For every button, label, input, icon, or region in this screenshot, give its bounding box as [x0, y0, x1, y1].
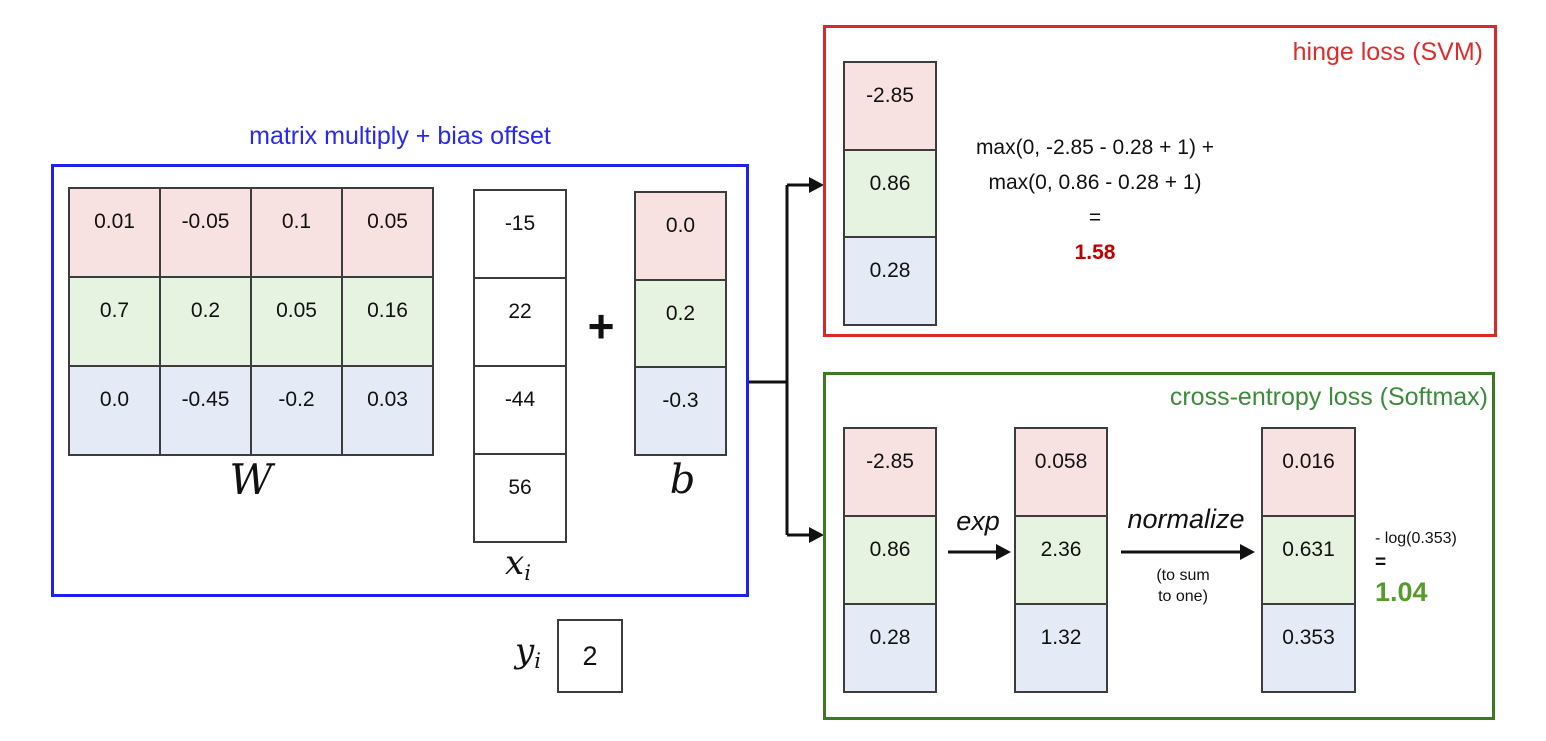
vector-cell: -2.85	[844, 428, 936, 516]
w-label: W	[229, 455, 273, 504]
matrix-multiply-title: matrix multiply + bias offset	[249, 122, 551, 150]
matrix-cell: 0.1	[251, 188, 342, 277]
branch-lines	[748, 183, 810, 537]
true-class-box: 2	[557, 619, 623, 693]
vector-cell: 0.28	[844, 237, 936, 325]
hinge-score-vector: -2.85 0.86 0.28	[843, 61, 937, 326]
exp-vector: 0.058 2.36 1.32	[1014, 427, 1108, 693]
matrix-cell: -0.45	[160, 366, 251, 455]
y-label: yi	[498, 634, 558, 671]
x-label: xi	[488, 546, 548, 583]
vector-cell: 0.058	[1015, 428, 1107, 516]
normalize-label: normalize	[1127, 504, 1245, 534]
vector-cell: 0.2	[635, 279, 726, 368]
matrix-cell: 0.7	[69, 277, 160, 366]
x-label-subscript: i	[524, 559, 531, 585]
vector-cell: -15	[474, 190, 566, 278]
softmax-score-vector: -2.85 0.86 0.28	[843, 427, 937, 693]
hinge-loss-value: 1.58	[1074, 241, 1116, 264]
softmax-equals: =	[1375, 552, 1387, 573]
matrix-cell: 0.01	[69, 188, 160, 277]
exp-label: exp	[956, 506, 1000, 536]
matrix-cell: -0.2	[251, 366, 342, 455]
hinge-formula-line1: max(0, -2.85 - 0.28 + 1) +	[975, 136, 1215, 159]
vector-cell: 1.32	[1015, 604, 1107, 692]
y-label-subscript: i	[534, 647, 541, 673]
normalize-note: (to sum to one)	[1133, 565, 1233, 607]
matrix-cell: -0.05	[160, 188, 251, 277]
vector-cell: 0.0	[635, 192, 726, 280]
matrix-cell: 0.05	[342, 188, 433, 277]
softmax-result-block: - log(0.353) = 1.04	[1375, 528, 1495, 608]
vector-cell: 0.86	[844, 149, 936, 238]
vector-cell: 56	[474, 454, 566, 542]
probability-vector: 0.016 0.631 0.353	[1261, 427, 1356, 693]
matrix-cell: 0.2	[160, 277, 251, 366]
matrix-cell: 0.05	[251, 277, 342, 366]
hinge-loss-box	[823, 25, 1497, 337]
softmax-loss-title: cross-entropy loss (Softmax)	[1169, 383, 1488, 411]
vector-cell: 22	[474, 278, 566, 366]
vector-cell: 0.353	[1262, 604, 1355, 692]
vector-cell: 0.28	[844, 604, 936, 692]
hinge-equals: =	[1088, 206, 1102, 229]
score-function-box	[51, 164, 749, 597]
x-label-base: x	[505, 543, 525, 583]
vector-cell: -44	[474, 366, 566, 454]
vector-cell: 0.016	[1262, 428, 1355, 516]
matrix-cell: 0.16	[342, 277, 433, 366]
hinge-formula: max(0, -2.85 - 0.28 + 1) + max(0, 0.86 -…	[860, 130, 1330, 270]
vector-cell: -0.3	[635, 367, 726, 455]
normalize-note-line1: (to sum	[1156, 567, 1210, 584]
vector-cell: 0.86	[844, 516, 936, 604]
vector-cell: 0.631	[1262, 516, 1355, 604]
bias-vector: 0.0 0.2 -0.3	[634, 191, 727, 456]
arrowhead-to-hinge-icon	[809, 177, 824, 193]
vector-cell: -2.85	[844, 62, 936, 150]
softmax-loss-box	[823, 372, 1495, 720]
y-label-base: y	[515, 631, 535, 671]
vector-cell: 2.36	[1015, 516, 1107, 604]
matrix-cell: 0.0	[69, 366, 160, 455]
softmax-loss-value: 1.04	[1375, 577, 1428, 607]
hinge-loss-title: hinge loss (SVM)	[1292, 38, 1483, 66]
b-label: b	[669, 457, 696, 503]
matrix-cell: 0.03	[342, 366, 433, 455]
plus-sign: +	[587, 300, 615, 352]
arrowhead-to-softmax-icon	[809, 527, 824, 543]
input-vector: -15 22 -44 56	[473, 189, 567, 543]
log-expression: - log(0.353)	[1375, 530, 1457, 547]
hinge-formula-line2: max(0, 0.86 - 0.28 + 1)	[988, 171, 1202, 194]
normalize-note-line2: to one)	[1158, 588, 1208, 605]
weight-matrix: 0.01 -0.05 0.1 0.05 0.7 0.2 0.05 0.16 0.…	[68, 187, 434, 456]
